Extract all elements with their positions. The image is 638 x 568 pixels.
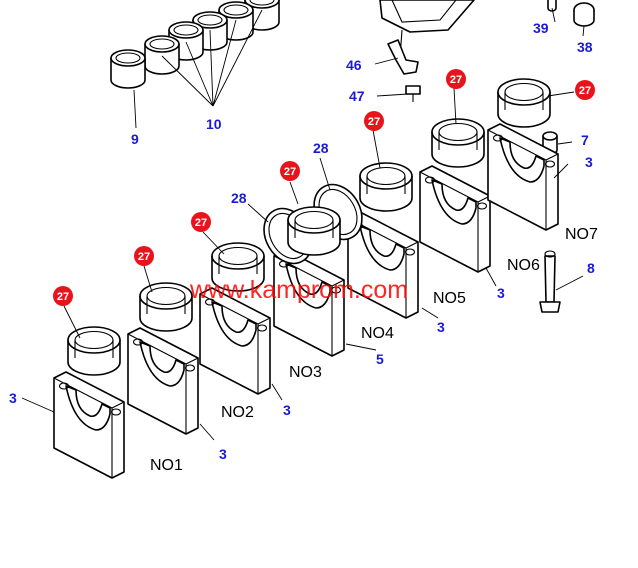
callout-3-no2: 3 — [219, 446, 227, 462]
svg-text:27: 27 — [450, 74, 462, 86]
badge-27-no2: 27 — [134, 246, 154, 266]
leader-lines — [21, 7, 585, 441]
journal-no5: NO5 — [433, 290, 466, 307]
callout-3-no1: 3 — [9, 390, 17, 406]
callout-7: 7 — [581, 132, 589, 148]
callout-10: 10 — [206, 116, 222, 132]
callout-3-no3: 3 — [283, 402, 291, 418]
cylinder-block-fragment — [379, 0, 475, 59]
watermark: www.kamprom.com — [189, 276, 408, 304]
badge-27-no7: 27 — [575, 80, 595, 100]
journal-no7: NO7 — [565, 226, 598, 243]
journal-no6: NO6 — [507, 257, 540, 274]
callout-3-no7: 3 — [585, 154, 593, 170]
callout-38: 38 — [577, 39, 593, 55]
callout-9: 9 — [131, 131, 139, 147]
badge-27-no4: 27 — [280, 161, 300, 181]
journal-no3: NO3 — [289, 364, 322, 381]
callout-28-upper: 28 — [313, 140, 329, 156]
svg-text:27: 27 — [195, 217, 207, 229]
badge-27-no5: 27 — [364, 111, 384, 131]
badge-callouts: 27 27 27 27 27 27 27 — [53, 69, 595, 306]
badge-27-no3: 27 — [191, 212, 211, 232]
journal-no2: NO2 — [221, 404, 254, 421]
callout-46: 46 — [346, 57, 362, 73]
svg-text:27: 27 — [138, 251, 150, 263]
callout-8: 8 — [587, 260, 595, 276]
svg-text:27: 27 — [284, 166, 296, 178]
callout-5: 5 — [376, 351, 384, 367]
badge-27-no6: 27 — [446, 69, 466, 89]
plug-parts — [547, 0, 595, 27]
journal-no1: NO1 — [150, 457, 183, 474]
badge-27-no1: 27 — [53, 286, 73, 306]
ring-set — [110, 0, 280, 89]
callout-39: 39 — [533, 20, 549, 36]
part-number-callouts: 9 10 39 38 46 47 7 3 8 3 3 5 3 3 3 28 28 — [9, 20, 595, 462]
svg-text:27: 27 — [57, 291, 69, 303]
journal-no4: NO4 — [361, 325, 394, 342]
journal-labels: NO1 NO2 NO3 NO4 NO5 NO6 NO7 — [150, 226, 598, 474]
callout-47: 47 — [349, 88, 365, 104]
svg-text:27: 27 — [579, 85, 591, 97]
svg-text:27: 27 — [368, 116, 380, 128]
callout-3-no5: 3 — [437, 319, 445, 335]
callout-3-no6: 3 — [497, 285, 505, 301]
bracket-and-bolt — [387, 39, 421, 102]
callout-28-lower: 28 — [231, 190, 247, 206]
